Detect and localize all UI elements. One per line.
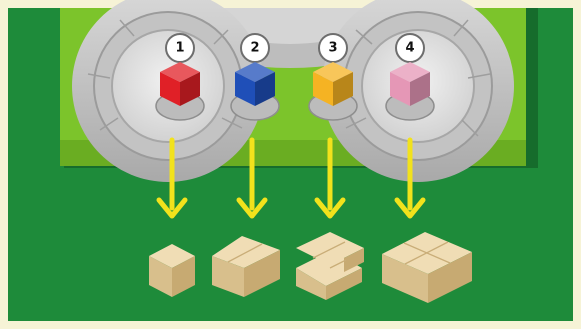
game-board: [60, 0, 526, 182]
arrow-down-icon: [156, 137, 188, 219]
number-label: 1: [175, 41, 184, 56]
number-label: 3: [328, 41, 337, 56]
arrow-down-icon: [314, 137, 346, 219]
piece-double-block: [212, 236, 280, 297]
red-cube-right: [180, 72, 200, 106]
plaza-tile-lines: [87, 19, 491, 137]
arrows: [156, 137, 426, 219]
position-1: 1: [155, 33, 205, 121]
piece-quad-square-block: [382, 232, 472, 303]
blue-cube-right: [255, 72, 275, 106]
blue-cube-left: [235, 72, 255, 106]
number-label: 2: [250, 41, 259, 56]
pink-cube-right: [410, 72, 430, 106]
red-cube-left: [160, 72, 180, 106]
yellow-cube-left: [313, 72, 333, 106]
piece-single-block: [149, 244, 195, 297]
number-label: 4: [405, 41, 414, 56]
arrow-down-icon: [394, 137, 426, 219]
position-tokens: 1 2 3 4: [155, 33, 435, 121]
position-3: 3: [308, 33, 358, 121]
position-4: 4: [385, 33, 435, 121]
piece-triple-l-block: [296, 232, 364, 300]
yellow-cube-right: [333, 72, 353, 106]
wooden-pieces: [149, 232, 472, 303]
position-2: 2: [230, 33, 280, 121]
arrow-down-icon: [236, 137, 268, 219]
pink-cube-left: [390, 72, 410, 106]
